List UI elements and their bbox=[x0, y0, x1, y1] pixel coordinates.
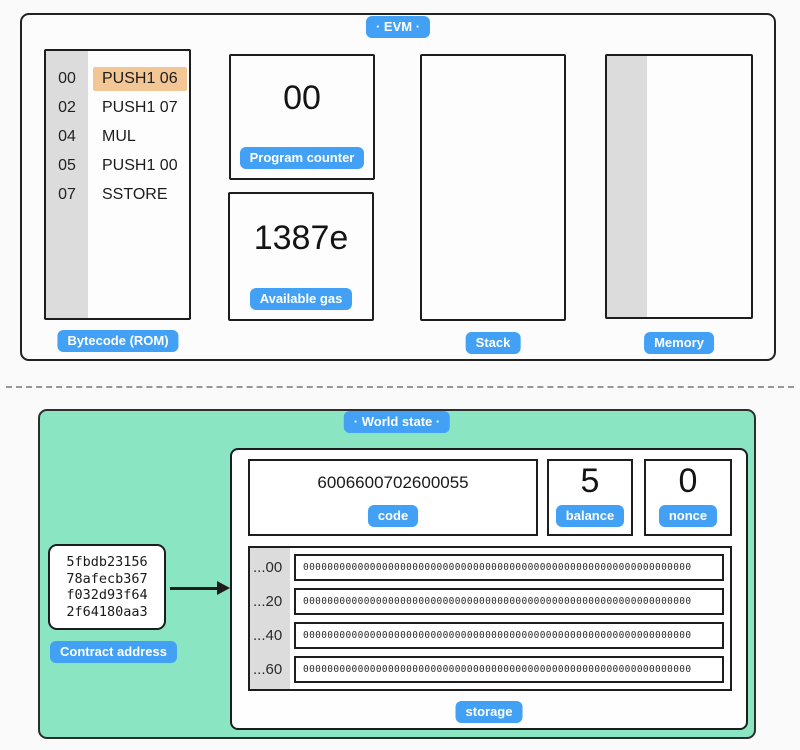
bytecode-row: 07 SSTORE bbox=[46, 180, 189, 209]
bytecode-row: 02 PUSH1 07 bbox=[46, 93, 189, 122]
storage-value: 0000000000000000000000000000000000000000… bbox=[294, 622, 724, 649]
bytecode-offset: 07 bbox=[58, 185, 76, 203]
world-state-section: · World state · 5fbdb23156 78afecb367 f0… bbox=[38, 409, 756, 739]
balance-value: 5 bbox=[580, 461, 600, 500]
bytecode-offset-gutter bbox=[46, 51, 88, 318]
account-box: 6006600702600055 code 5 balance 0 nonce … bbox=[230, 448, 748, 730]
evm-section: · EVM · 00 PUSH1 06 02 PUSH1 07 04 MUL 0… bbox=[20, 13, 776, 361]
available-gas-value: 1387e bbox=[253, 218, 349, 257]
bytecode-offset: 05 bbox=[58, 156, 76, 174]
section-divider bbox=[6, 386, 794, 388]
bytecode-row: 04 MUL bbox=[46, 122, 189, 151]
storage-key: ...20 bbox=[253, 593, 283, 610]
arrow-right-head-icon bbox=[217, 581, 230, 595]
nonce-label-badge: nonce bbox=[658, 505, 718, 527]
bytecode-row: 05 PUSH1 00 bbox=[46, 151, 189, 180]
storage-label-badge: storage bbox=[455, 701, 523, 723]
contract-address-box: 5fbdb23156 78afecb367 f032d93f64 2f64180… bbox=[48, 544, 166, 630]
bytecode-instruction-active: PUSH1 06 bbox=[93, 66, 187, 91]
bytecode-offset: 04 bbox=[58, 127, 76, 145]
stack-panel bbox=[420, 54, 566, 321]
code-cell: 6006600702600055 code bbox=[248, 459, 538, 536]
bytecode-instruction: MUL bbox=[102, 127, 136, 145]
storage-key: ...60 bbox=[253, 661, 283, 678]
memory-label-badge: Memory bbox=[644, 332, 714, 354]
contract-address-line: 5fbdb23156 bbox=[66, 554, 148, 570]
nonce-value: 0 bbox=[678, 461, 698, 500]
contract-address-line: f032d93f64 bbox=[66, 587, 148, 603]
bytecode-instruction: SSTORE bbox=[102, 185, 168, 203]
storage-key: ...40 bbox=[253, 627, 283, 644]
code-value: 6006600702600055 bbox=[317, 473, 469, 492]
nonce-cell: 0 nonce bbox=[644, 459, 732, 536]
evm-title-badge: · EVM · bbox=[365, 16, 431, 38]
available-gas-label-badge: Available gas bbox=[249, 288, 353, 310]
storage-key-gutter bbox=[250, 548, 290, 689]
storage-row: ...20 0000000000000000000000000000000000… bbox=[250, 588, 730, 615]
storage-row: ...40 0000000000000000000000000000000000… bbox=[250, 622, 730, 649]
memory-panel bbox=[605, 54, 753, 319]
contract-address-label-badge: Contract address bbox=[50, 641, 177, 663]
balance-cell: 5 balance bbox=[547, 459, 633, 536]
contract-address-line: 2f64180aa3 bbox=[66, 603, 148, 620]
storage-row: ...60 0000000000000000000000000000000000… bbox=[250, 656, 730, 683]
bytecode-rows: 00 PUSH1 06 02 PUSH1 07 04 MUL 05 PUSH1 … bbox=[46, 51, 189, 209]
bytecode-panel: 00 PUSH1 06 02 PUSH1 07 04 MUL 05 PUSH1 … bbox=[44, 49, 191, 320]
bytecode-instruction: PUSH1 00 bbox=[102, 156, 178, 174]
bytecode-instruction: PUSH1 07 bbox=[102, 98, 178, 116]
storage-value: 0000000000000000000000000000000000000000… bbox=[294, 554, 724, 581]
bytecode-offset: 00 bbox=[58, 69, 76, 87]
bytecode-label-badge: Bytecode (ROM) bbox=[57, 330, 179, 352]
code-label-badge: code bbox=[367, 505, 419, 527]
balance-label-badge: balance bbox=[555, 505, 625, 527]
storage-row: ...00 0000000000000000000000000000000000… bbox=[250, 554, 730, 581]
contract-address-line: 78afecb367 bbox=[66, 570, 148, 587]
available-gas-panel: 1387e Available gas bbox=[228, 192, 374, 321]
bytecode-offset: 02 bbox=[58, 98, 76, 116]
program-counter-label-badge: Program counter bbox=[239, 147, 365, 169]
program-counter-panel: 00 Program counter bbox=[229, 54, 375, 180]
storage-value: 0000000000000000000000000000000000000000… bbox=[294, 588, 724, 615]
stack-label-badge: Stack bbox=[465, 332, 521, 354]
storage-box: ...00 0000000000000000000000000000000000… bbox=[248, 546, 732, 691]
storage-key: ...00 bbox=[253, 559, 283, 576]
program-counter-value: 00 bbox=[283, 79, 321, 117]
memory-offset-gutter bbox=[607, 56, 647, 317]
storage-value: 0000000000000000000000000000000000000000… bbox=[294, 656, 724, 683]
bytecode-row: 00 PUSH1 06 bbox=[46, 64, 189, 93]
world-state-title-badge: · World state · bbox=[343, 411, 451, 433]
arrow-right-icon bbox=[170, 587, 218, 590]
